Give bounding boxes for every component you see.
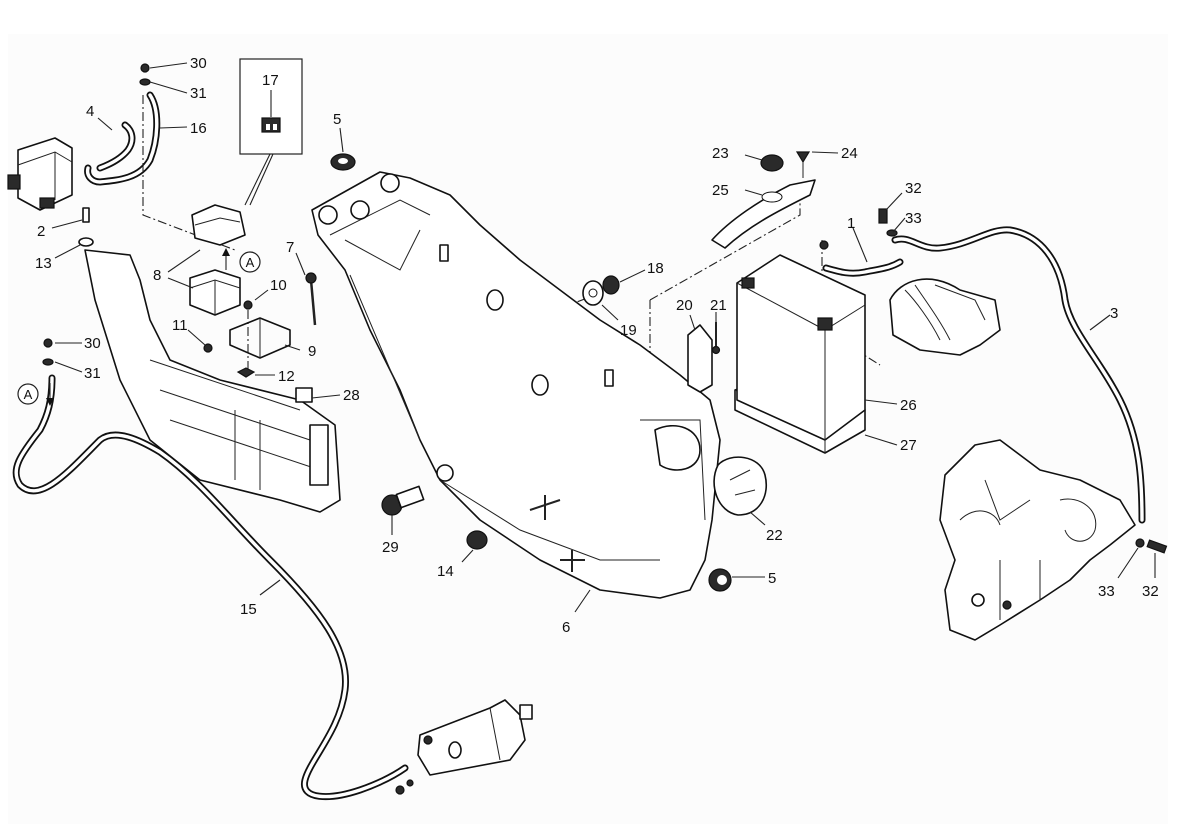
- bracket-9[interactable]: [229, 317, 291, 359]
- cable-16[interactable]: [84, 91, 161, 186]
- callout-19[interactable]: 19: [620, 322, 637, 339]
- starter-relay-8[interactable]: [189, 269, 241, 316]
- engine-crankcase: [939, 439, 1136, 641]
- screw-32-bottom[interactable]: [1146, 539, 1168, 554]
- callout-18[interactable]: 18: [647, 260, 664, 277]
- starter-motor: [395, 699, 533, 795]
- callout-31-top[interactable]: 31: [190, 85, 207, 102]
- terminal-screw[interactable]: [819, 240, 829, 250]
- callout-2[interactable]: 2: [37, 223, 45, 240]
- callout-27[interactable]: 27: [900, 437, 917, 454]
- callout-23[interactable]: 23: [712, 145, 729, 162]
- positive-cable-1[interactable]: [822, 258, 904, 277]
- washer-31-lower[interactable]: [42, 358, 54, 366]
- callout-33-top[interactable]: 33: [905, 210, 922, 227]
- callout-24[interactable]: 24: [841, 145, 858, 162]
- battery-26[interactable]: [736, 254, 866, 441]
- main-fuse-housing[interactable]: [191, 204, 246, 246]
- battery-strap-25[interactable]: [711, 179, 816, 249]
- reference-marker-a-upper: A: [222, 248, 261, 273]
- callout-9[interactable]: 9: [308, 343, 316, 360]
- callout-33-bottom[interactable]: 33: [1098, 583, 1115, 600]
- callout-13[interactable]: 13: [35, 255, 52, 272]
- callout-5-bottom[interactable]: 5: [768, 570, 776, 587]
- callout-26[interactable]: 26: [900, 397, 917, 414]
- electrical-panel[interactable]: [84, 249, 341, 513]
- ref-label: A: [246, 255, 255, 270]
- callout-5-top[interactable]: 5: [333, 111, 341, 128]
- callout-1[interactable]: 1: [847, 215, 855, 232]
- callout-12[interactable]: 12: [278, 368, 295, 385]
- screw-32-top[interactable]: [878, 208, 888, 224]
- fuse-17[interactable]: [261, 117, 281, 133]
- callout-28[interactable]: 28: [343, 387, 360, 404]
- screw-24[interactable]: [795, 151, 811, 178]
- callout-15[interactable]: 15: [240, 601, 257, 618]
- screw-11[interactable]: [203, 343, 213, 353]
- callout-7[interactable]: 7: [286, 239, 294, 256]
- screw-30-lower[interactable]: [43, 338, 53, 348]
- screw-2[interactable]: [82, 207, 90, 223]
- screw-30-top[interactable]: [140, 63, 150, 73]
- callout-11[interactable]: 11: [172, 317, 188, 334]
- callout-30-top[interactable]: 30: [190, 55, 207, 72]
- callout-3[interactable]: 3: [1110, 305, 1118, 322]
- callout-labels: 30 31 4 16 17 2 13 8 7 10 11 9 12 28 30 …: [35, 55, 1159, 636]
- fuse-inset-box: [239, 58, 303, 206]
- cable-4[interactable]: [96, 121, 136, 172]
- screw-10[interactable]: [243, 300, 253, 310]
- pad-28[interactable]: [295, 387, 313, 403]
- clamp-20[interactable]: [687, 324, 713, 393]
- cable-tie-7[interactable]: [305, 272, 317, 326]
- ref-label: A: [24, 387, 33, 402]
- callout-10[interactable]: 10: [270, 277, 287, 294]
- callout-25[interactable]: 25: [712, 182, 729, 199]
- callout-21[interactable]: 21: [710, 297, 727, 314]
- grommet-5-bottom[interactable]: [708, 568, 732, 592]
- callout-14[interactable]: 14: [437, 563, 454, 580]
- washer-33-bottom[interactable]: [1135, 538, 1145, 548]
- washer-33-top[interactable]: [886, 229, 898, 237]
- battery-tray-6[interactable]: [311, 171, 721, 599]
- callout-4[interactable]: 4: [86, 103, 94, 120]
- callout-32-top[interactable]: 32: [905, 180, 922, 197]
- rubber-mount-14[interactable]: [466, 530, 488, 550]
- starter-cable-15[interactable]: [12, 374, 409, 801]
- reference-marker-a-lower: A: [17, 383, 54, 406]
- screw-21[interactable]: [711, 322, 721, 355]
- callout-31-lower[interactable]: 31: [84, 365, 101, 382]
- callout-29[interactable]: 29: [382, 539, 399, 556]
- grommet-5-top[interactable]: [330, 153, 356, 171]
- leader-lines: [51, 62, 1156, 613]
- callout-16[interactable]: 16: [190, 120, 207, 137]
- nut-18[interactable]: [602, 275, 620, 295]
- cover-22[interactable]: [713, 456, 767, 516]
- socket-29[interactable]: [381, 485, 425, 516]
- callout-22[interactable]: 22: [766, 527, 783, 544]
- callout-8[interactable]: 8: [153, 267, 161, 284]
- washer-13[interactable]: [78, 237, 94, 247]
- rubber-pad-23[interactable]: [760, 154, 784, 172]
- ground-cable-3[interactable]: [891, 226, 1146, 524]
- callout-32-bottom[interactable]: 32: [1142, 583, 1159, 600]
- callout-17[interactable]: 17: [262, 72, 279, 89]
- callout-6[interactable]: 6: [562, 619, 570, 636]
- bracket-19[interactable]: [582, 280, 604, 306]
- washer-31-top[interactable]: [139, 78, 151, 86]
- callout-30-lower[interactable]: 30: [84, 335, 101, 352]
- cylinder-head-part: [889, 278, 1001, 356]
- nut-12[interactable]: [236, 367, 256, 378]
- fuse-box-part[interactable]: [7, 137, 73, 211]
- callout-20[interactable]: 20: [676, 297, 693, 314]
